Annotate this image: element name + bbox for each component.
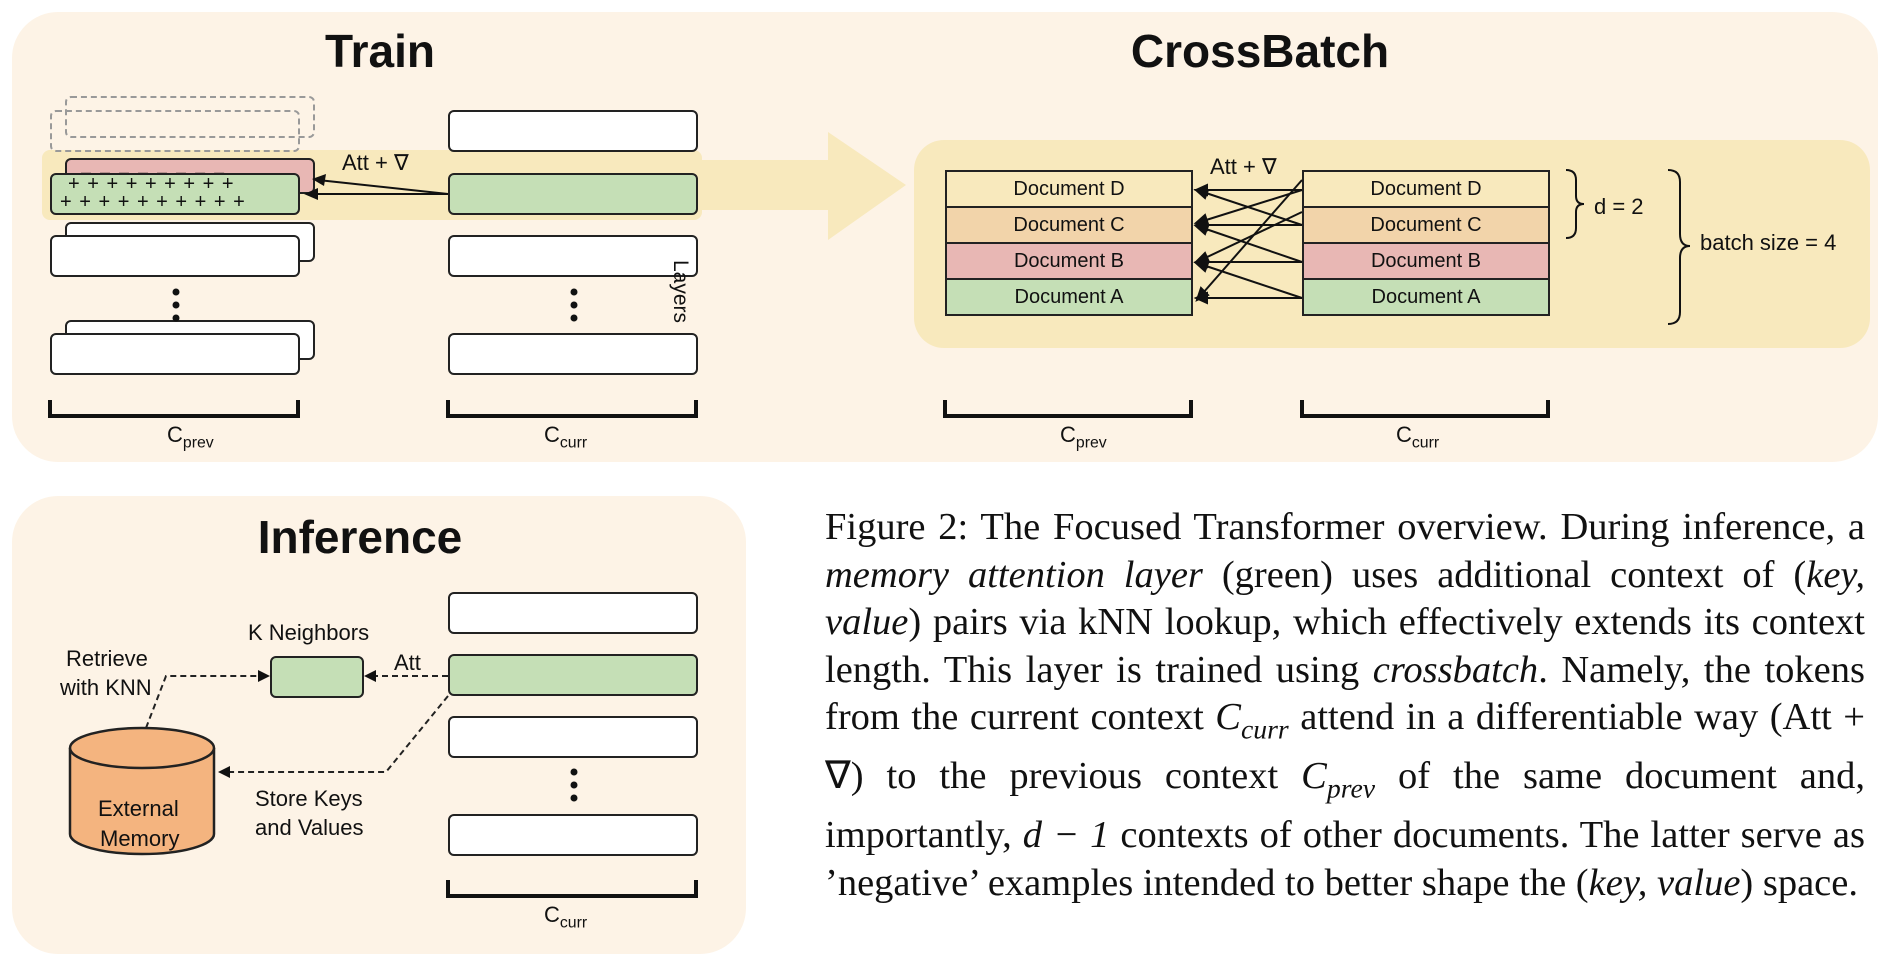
inf-layer-3 xyxy=(448,716,698,758)
crossbatch-c-prev-label: Cprev xyxy=(1060,422,1107,452)
inf-layer-5 xyxy=(448,814,698,856)
prev-layer-front-3 xyxy=(50,235,300,277)
inference-title: Inference xyxy=(257,511,463,563)
train-c-prev-label: Cprev xyxy=(167,422,214,452)
crossbatch-att-grad-label: Att + ∇ xyxy=(1210,154,1277,179)
train-att-grad-label: Att + ∇ xyxy=(342,150,409,175)
prev-document-d: Document D xyxy=(945,170,1193,208)
curr-document-a: Document A xyxy=(1302,278,1550,316)
k-neighbors-box xyxy=(270,656,364,698)
plus-row-1: + + + + + + + + + xyxy=(68,173,235,195)
d-label: d = 2 xyxy=(1594,194,1644,219)
curr-layer-3 xyxy=(448,235,698,277)
k-neighbors-label: K Neighbors xyxy=(248,620,370,645)
prev-layer-ghost-back xyxy=(65,96,315,138)
prev-document-a: Document A xyxy=(945,278,1193,316)
prev-layer-front-5 xyxy=(50,333,300,375)
train-c-curr-label: Ccurr xyxy=(544,422,588,452)
inf-layer-memory xyxy=(448,654,698,696)
store-label-1: Store Keys xyxy=(255,786,363,811)
retrieve-label-2: with KNN xyxy=(60,675,152,700)
inference-c-curr-label: Ccurr xyxy=(544,902,588,932)
crossbatch-c-curr-label: Ccurr xyxy=(1396,422,1440,452)
plus-row-2: + + + + + + + + + + xyxy=(60,191,246,213)
curr-layer-1 xyxy=(448,110,698,152)
store-label-2: and Values xyxy=(255,815,364,840)
curr-layer-5 xyxy=(448,333,698,375)
memory-label-2: Memory xyxy=(100,826,180,851)
retrieve-label-1: Retrieve xyxy=(66,646,148,671)
train-title: Train xyxy=(325,25,435,77)
prev-document-b: Document B xyxy=(945,242,1193,280)
batch-size-label: batch size = 4 xyxy=(1700,230,1837,255)
prev-layer-ghost-front xyxy=(50,110,300,152)
memory-label-1: External xyxy=(98,796,179,821)
prev-layer-positive: + + + + + + + + + + + + + + + + + + + xyxy=(50,173,300,215)
att-label: Att xyxy=(394,650,421,675)
figure-caption: Figure 2: The Focused Transformer overvi… xyxy=(825,506,1866,904)
curr-layer-memory xyxy=(448,173,698,215)
inf-layer-1 xyxy=(448,592,698,634)
crossbatch-title: CrossBatch xyxy=(1130,25,1390,77)
